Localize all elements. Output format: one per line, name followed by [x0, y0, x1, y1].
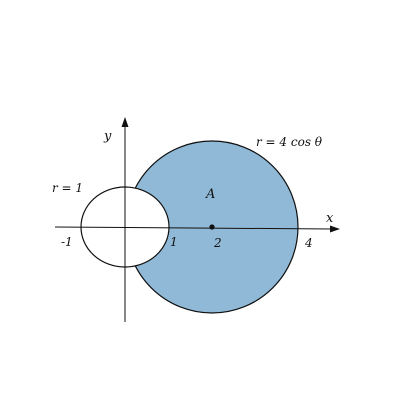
outer-curve-label: r = 4 cos θ [256, 135, 323, 149]
x-axis-label: x [326, 211, 334, 226]
x-axis-arrow [330, 225, 340, 233]
tick-label-four: 4 [304, 236, 313, 250]
y-axis-arrow [121, 117, 129, 127]
y-axis-label: y [103, 129, 112, 144]
center-point [209, 224, 215, 230]
inner-curve-label: r = 1 [52, 181, 83, 195]
region-label: A [205, 187, 215, 202]
x-axis [54, 226, 333, 230]
tick-label-neg-one: -1 [61, 235, 73, 249]
tick-label-one: 1 [170, 235, 178, 249]
tick-label-two: 2 [213, 236, 222, 250]
